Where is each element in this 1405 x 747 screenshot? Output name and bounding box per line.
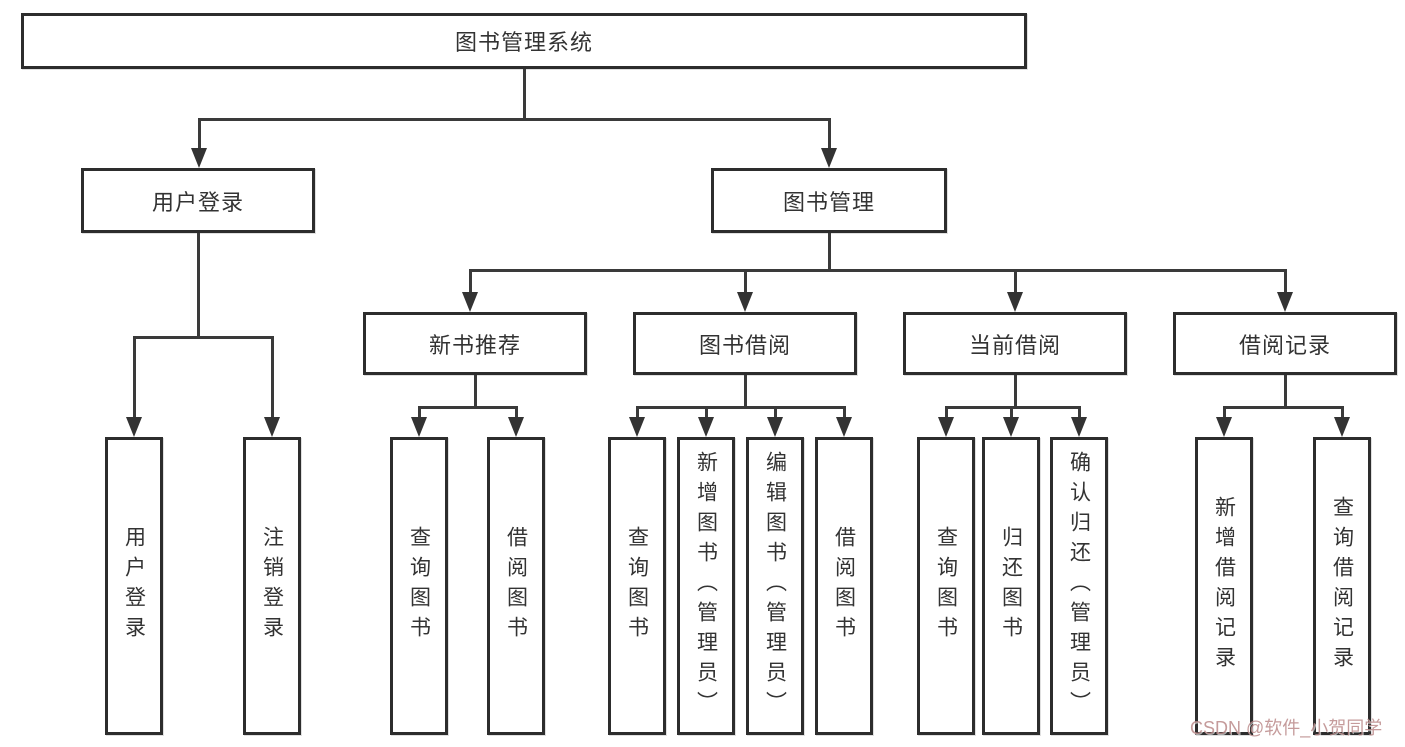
connector-line — [827, 233, 831, 271]
leaf-query-borrow-record: 查询借阅记录 — [1313, 437, 1371, 735]
connector-line — [196, 233, 200, 338]
connector-line — [635, 405, 846, 409]
connector-line — [743, 270, 747, 293]
connector-line — [1013, 375, 1017, 408]
leaf-confirm-return-admin-label: 确认归还（管理员） — [1067, 451, 1091, 721]
connector-line — [270, 337, 274, 418]
leaf-query-borrow-record-label: 查询借阅记录 — [1330, 496, 1354, 676]
connector-line — [827, 119, 831, 149]
leaf-logout: 注销登录 — [243, 437, 301, 735]
connector-line — [1077, 407, 1081, 418]
leaf-add-borrow-record: 新增借阅记录 — [1195, 437, 1253, 735]
node-root-label: 图书管理系统 — [454, 30, 593, 55]
arrow-down-icon — [411, 417, 427, 437]
leaf-logout-label: 注销登录 — [260, 526, 284, 646]
connector-line — [197, 117, 831, 121]
arrow-down-icon — [191, 148, 207, 168]
connector-line — [514, 407, 518, 418]
arrow-down-icon — [126, 417, 142, 437]
connector-line — [635, 407, 639, 418]
csdn-watermark: CSDN @软件_小贺同学 — [1190, 718, 1383, 738]
leaf-user-login: 用户登录 — [105, 437, 163, 735]
arrow-down-icon — [629, 417, 645, 437]
connector-line — [417, 407, 421, 418]
leaf-add-borrow-record-label: 新增借阅记录 — [1212, 496, 1236, 676]
connector-line — [468, 268, 1287, 272]
leaf-query-books-borrow: 查询图书 — [608, 437, 666, 735]
leaf-add-book-admin-label: 新增图书（管理员） — [694, 451, 718, 721]
leaf-borrow-books-label: 借阅图书 — [832, 526, 856, 646]
connector-line — [1283, 375, 1287, 408]
node-borrowing-records-label: 借阅记录 — [1238, 332, 1331, 358]
leaf-query-books-borrow-label: 查询图书 — [625, 526, 649, 646]
node-user-login: 用户登录 — [81, 168, 315, 233]
connector-line — [132, 335, 274, 339]
arrow-down-icon — [1277, 292, 1293, 312]
leaf-borrow-books-recommend-label: 借阅图书 — [504, 526, 528, 646]
leaf-user-login-label: 用户登录 — [122, 526, 146, 646]
arrow-down-icon — [767, 417, 783, 437]
connector-line — [473, 375, 477, 408]
leaf-edit-book-admin-label: 编辑图书（管理员） — [763, 451, 787, 721]
arrow-down-icon — [938, 417, 954, 437]
connector-line — [132, 337, 136, 418]
arrow-down-icon — [508, 417, 524, 437]
node-book-borrowing-label: 图书借阅 — [698, 332, 791, 358]
connector-line — [417, 405, 518, 409]
arrow-down-icon — [1007, 292, 1023, 312]
arrow-down-icon — [462, 292, 478, 312]
connector-line — [944, 405, 1081, 409]
connector-line — [704, 407, 708, 418]
arrow-down-icon — [821, 148, 837, 168]
connector-line — [743, 375, 747, 408]
arrow-down-icon — [1003, 417, 1019, 437]
node-borrowing-records: 借阅记录 — [1173, 312, 1397, 375]
connector-line — [1283, 270, 1287, 293]
connector-line — [773, 407, 777, 418]
node-new-book-recommendation: 新书推荐 — [363, 312, 587, 375]
node-current-borrowing: 当前借阅 — [903, 312, 1127, 375]
node-root-library-management-system: 图书管理系统 — [21, 13, 1027, 69]
connector-line — [1013, 270, 1017, 293]
arrow-down-icon — [264, 417, 280, 437]
arrow-down-icon — [1071, 417, 1087, 437]
node-book-borrowing: 图书借阅 — [633, 312, 857, 375]
connector-line — [944, 407, 948, 418]
leaf-return-book-label: 归还图书 — [999, 526, 1023, 646]
node-book-management: 图书管理 — [711, 168, 947, 233]
connector-line — [468, 270, 472, 293]
arrow-down-icon — [836, 417, 852, 437]
leaf-edit-book-admin: 编辑图书（管理员） — [746, 437, 804, 735]
arrow-down-icon — [1216, 417, 1232, 437]
connector-line — [1222, 407, 1226, 418]
connector-line — [1009, 407, 1013, 418]
arrow-down-icon — [1334, 417, 1350, 437]
leaf-add-book-admin: 新增图书（管理员） — [677, 437, 735, 735]
connector-line — [1222, 405, 1344, 409]
connector-line — [522, 69, 526, 119]
arrow-down-icon — [698, 417, 714, 437]
node-user-login-label: 用户登录 — [151, 189, 244, 215]
arrow-down-icon — [737, 292, 753, 312]
node-current-borrowing-label: 当前借阅 — [968, 332, 1061, 358]
connector-line — [842, 407, 846, 418]
leaf-query-books-current: 查询图书 — [917, 437, 975, 735]
node-new-book-recommendation-label: 新书推荐 — [428, 332, 521, 358]
leaf-return-book: 归还图书 — [982, 437, 1040, 735]
leaf-confirm-return-admin: 确认归还（管理员） — [1050, 437, 1108, 735]
leaf-borrow-books-recommend: 借阅图书 — [487, 437, 545, 735]
leaf-query-books-recommend: 查询图书 — [390, 437, 448, 735]
connector-line — [1340, 407, 1344, 418]
leaf-query-books-recommend-label: 查询图书 — [407, 526, 431, 646]
node-book-management-label: 图书管理 — [782, 189, 875, 215]
leaf-borrow-books: 借阅图书 — [815, 437, 873, 735]
leaf-query-books-current-label: 查询图书 — [934, 526, 958, 646]
connector-line — [197, 119, 201, 149]
